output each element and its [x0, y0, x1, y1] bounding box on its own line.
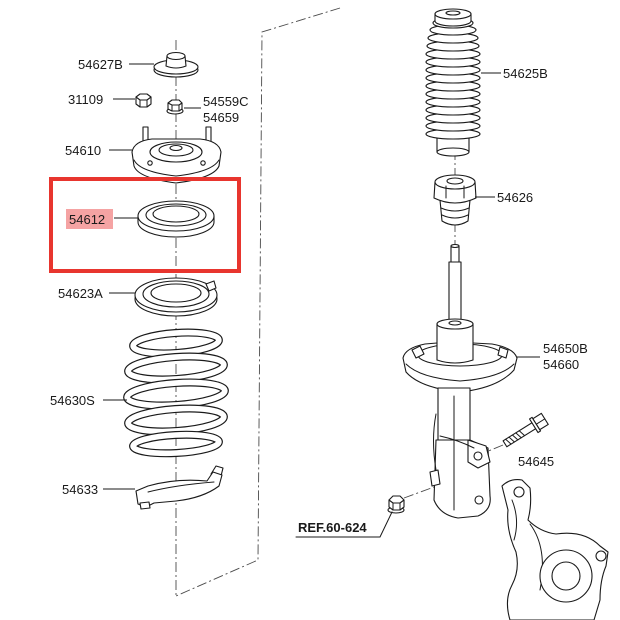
strut-body-top	[436, 323, 474, 364]
part-54633-lower-seat	[135, 465, 224, 510]
nut-top	[388, 495, 405, 504]
bumper-bore	[446, 177, 464, 185]
pad-tab	[205, 280, 217, 292]
bumper-ridge	[440, 207, 470, 212]
part-54612-bearing	[137, 200, 215, 238]
callout-54612: 54612	[69, 212, 105, 227]
nut-mount-line	[403, 486, 435, 499]
callout-54625B: 54625B	[503, 66, 548, 81]
nut-top	[167, 99, 183, 106]
knuckle-rib	[511, 499, 518, 541]
boot-collar-bottom	[436, 147, 470, 157]
bumper-lower	[439, 199, 471, 226]
knuckle-lug-hole	[595, 550, 607, 562]
bolt-head-edge	[535, 418, 546, 425]
part-54559C-nut	[166, 99, 184, 115]
mount-hole	[200, 160, 206, 166]
bumper-slits	[445, 185, 465, 199]
cap-top	[166, 51, 186, 61]
rod-thread	[450, 245, 460, 265]
knuckle-bolt-hole	[513, 486, 525, 498]
part-54645-bolt	[502, 412, 549, 448]
coil-inner	[124, 379, 228, 409]
part-31109-nut	[135, 93, 152, 108]
seat-bracket-left	[411, 345, 425, 359]
part-54627B-cap	[153, 51, 199, 78]
coil-inner	[130, 431, 222, 457]
seat-body	[135, 471, 223, 508]
mount-center-hole	[169, 144, 183, 152]
bumper-ridge	[441, 214, 469, 219]
brake-hose	[433, 413, 437, 471]
sensor-wire	[439, 435, 475, 449]
part-54626-bump-stop	[433, 174, 477, 226]
part-54610-strut-mount	[131, 126, 222, 184]
bolt-mount-line	[485, 444, 504, 453]
assembly-boundary-line	[175, 7, 341, 597]
spring-coil	[123, 378, 229, 410]
reference-callout: REF.60-624	[298, 520, 367, 535]
callout-54645: 54645	[518, 454, 554, 469]
callout-54610: 54610	[65, 143, 101, 158]
nut-top	[135, 93, 152, 101]
spring-coil	[129, 430, 223, 458]
bolt-thread	[505, 430, 526, 445]
hose-clip	[429, 469, 441, 487]
seat-bracket-right	[497, 346, 509, 359]
callout-54626: 54626	[497, 190, 533, 205]
pad-bore	[150, 283, 202, 303]
seat-plate-rim	[405, 363, 515, 382]
steering-knuckle	[501, 479, 609, 620]
bracket-bolt-hole	[474, 495, 484, 505]
callout-54630S: 54630S	[50, 393, 95, 408]
reference-nut	[387, 495, 405, 514]
seat-tab-left	[139, 501, 151, 510]
piston-rod	[448, 261, 462, 325]
bracket-bolt-hole	[473, 451, 483, 461]
part-54625B-dust-boot	[425, 8, 481, 157]
callout-54627B: 54627B	[78, 57, 123, 72]
rod-tip	[450, 243, 460, 249]
callout-54659: 54659	[203, 110, 239, 125]
callout-54650B: 54650B	[543, 341, 588, 356]
callout-54623A: 54623A	[58, 286, 103, 301]
callout-54660: 54660	[543, 357, 579, 372]
leader-reference	[295, 511, 393, 538]
mount-rim	[133, 159, 220, 177]
rod-seal	[448, 320, 462, 326]
seat-ridge	[147, 481, 215, 493]
highlight-frame	[49, 177, 241, 273]
callout-54559C: 54559C	[203, 94, 249, 109]
mount-hole	[147, 160, 153, 166]
callout-31109: 31109	[68, 92, 103, 107]
part-54623A-spring-pad	[134, 277, 218, 317]
bolt-shank	[502, 421, 538, 448]
bearing-bore	[152, 205, 200, 223]
boot-cap-hole	[445, 10, 461, 16]
callout-highlight-background	[66, 209, 113, 229]
part-54650B-strut-assembly	[402, 243, 518, 519]
knuckle-hub-bore	[551, 561, 581, 591]
part-54630S-coil-spring	[123, 328, 229, 458]
callout-54633: 54633	[62, 482, 98, 497]
